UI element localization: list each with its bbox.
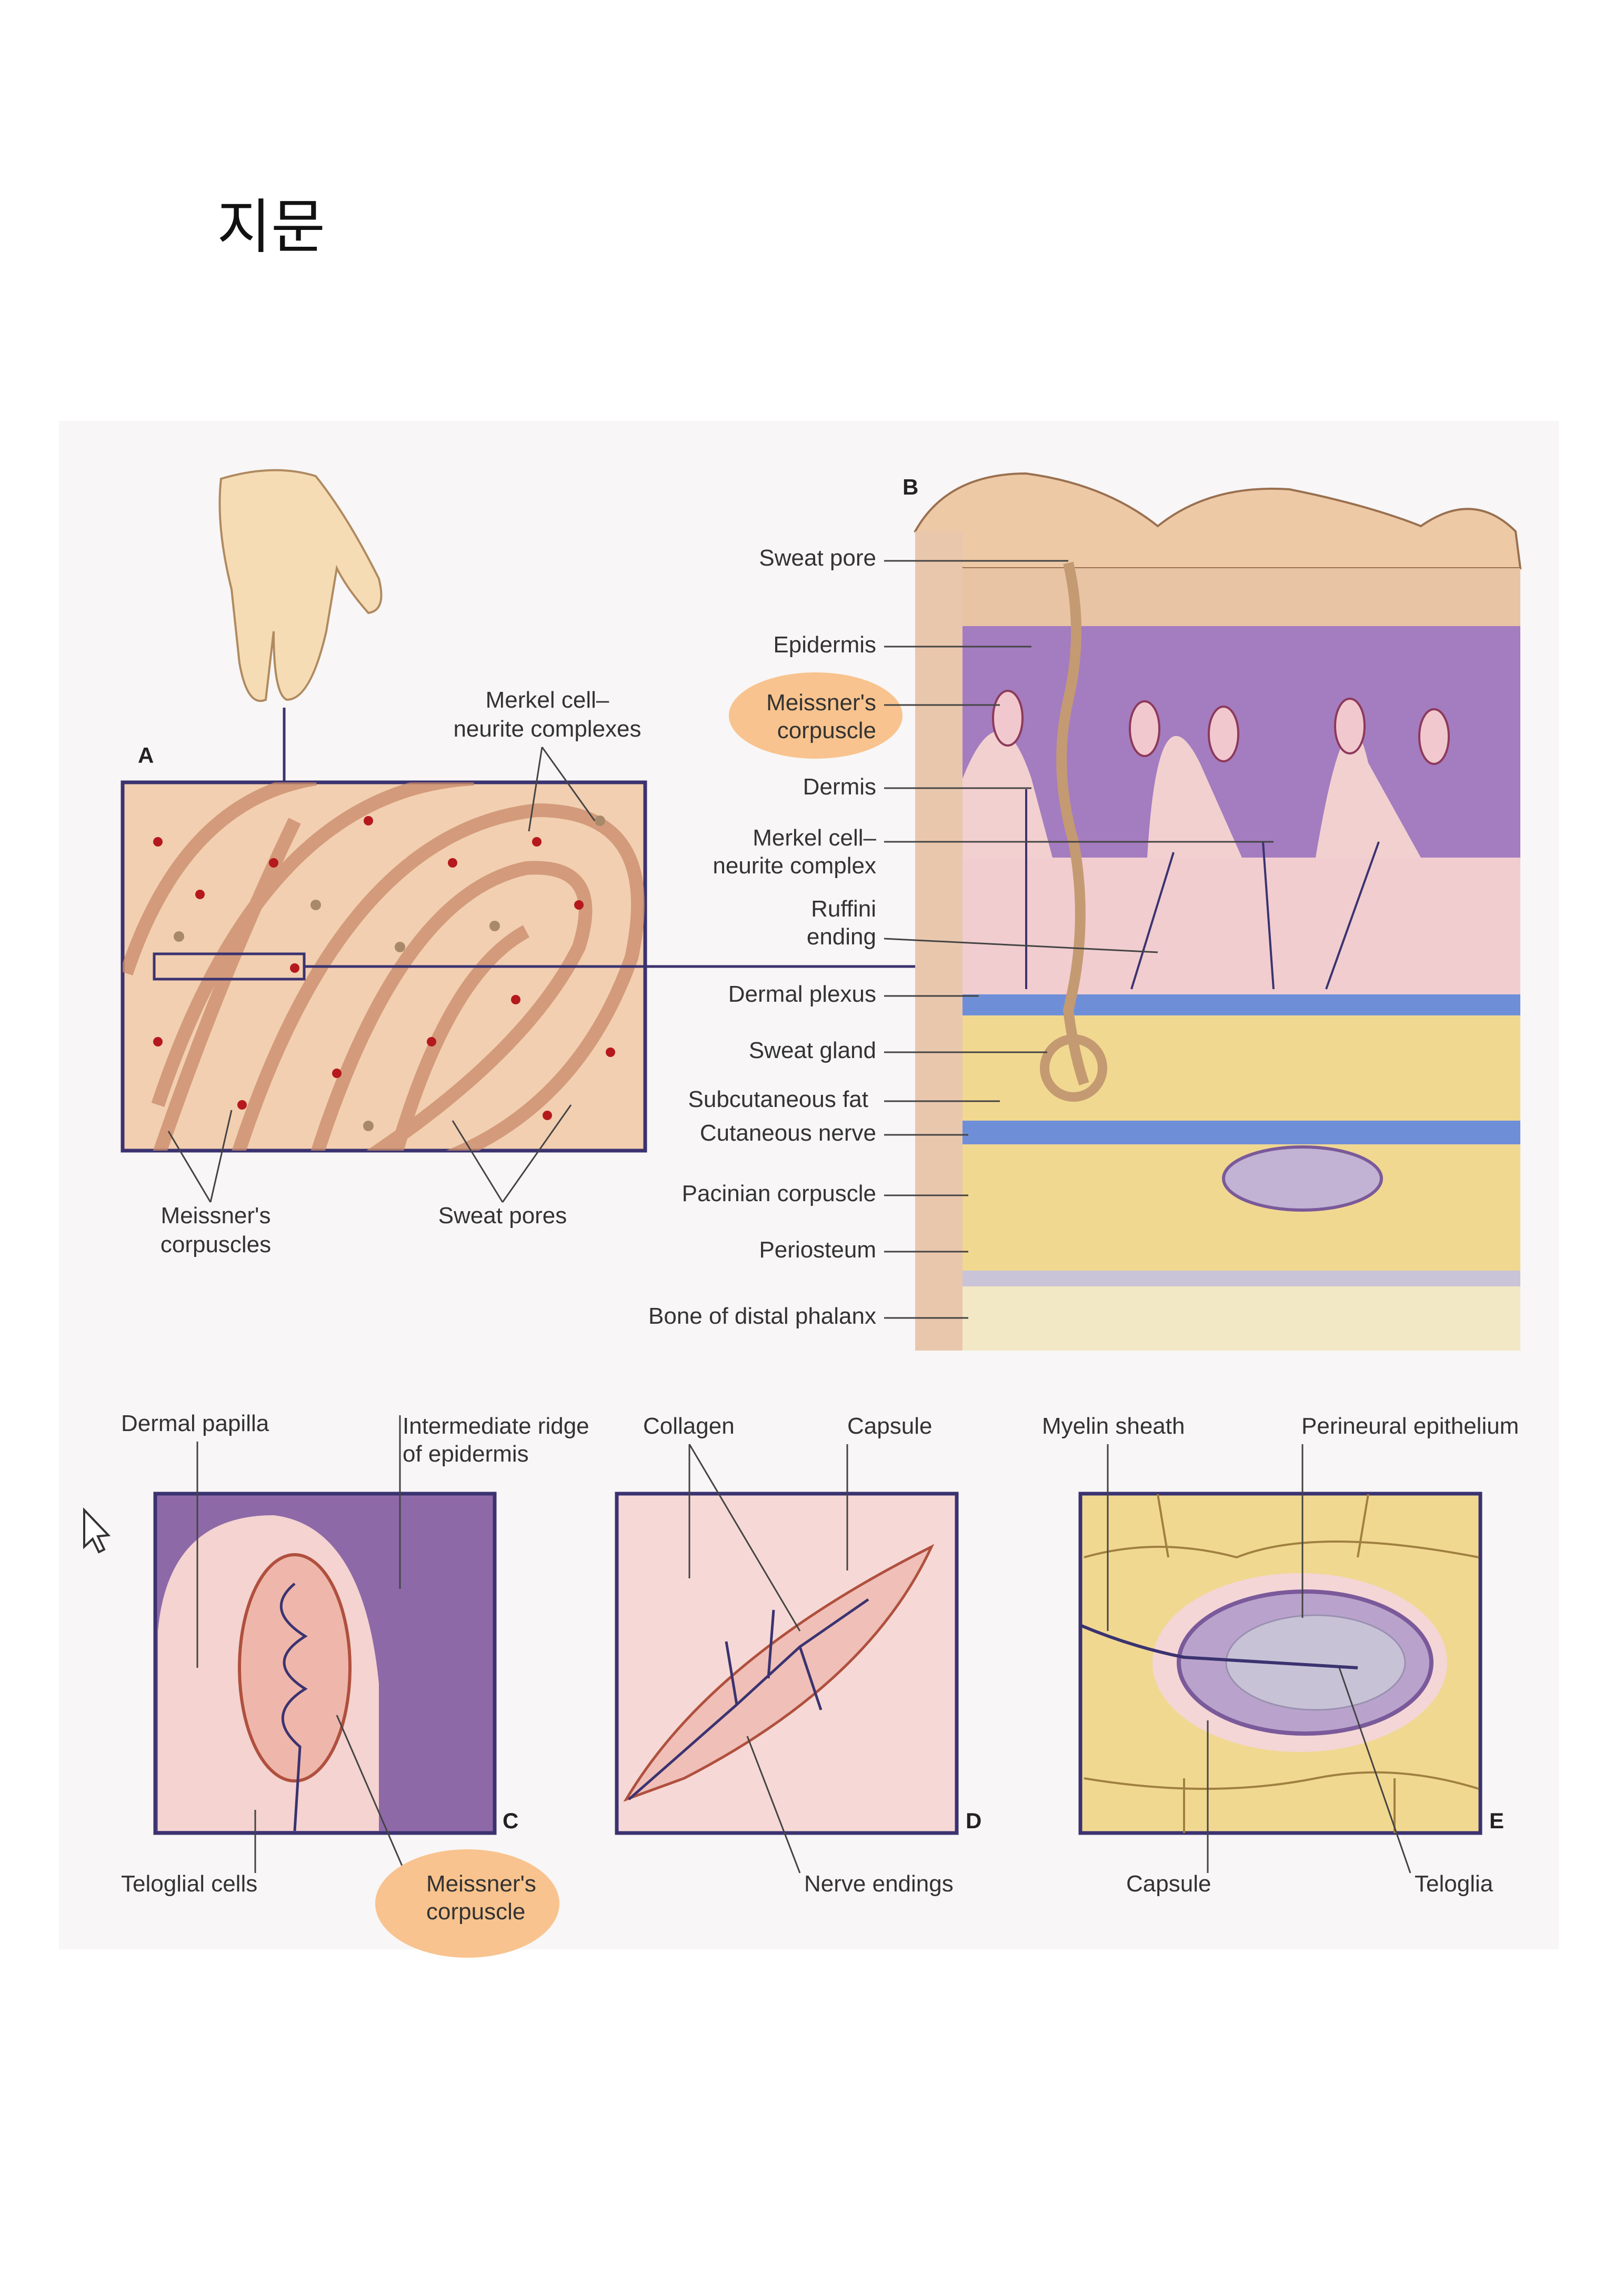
panel-b-labels: Sweat pore Epidermis Meissner's corpuscl… (648, 545, 1274, 1329)
panel-b-skin-block: B (903, 472, 1522, 1351)
label-myelin-sheath: Myelin sheath (1042, 1413, 1185, 1439)
panel-a: A Merkel c (121, 469, 915, 1257)
label-meissner-b: Meissner's (766, 690, 876, 716)
panel-d: D Collagen Capsule Nerve endings (615, 1413, 981, 1897)
label-pacinian: Pacinian corpuscle (682, 1181, 876, 1206)
panel-c-letter: C (503, 1808, 518, 1833)
panel-b-letter: B (903, 475, 918, 499)
label-meissner-c: Meissner's (426, 1871, 536, 1897)
label-perineural-epithelium: Perineural epithelium (1301, 1413, 1519, 1439)
label-dermal-plexus: Dermal plexus (728, 981, 876, 1007)
label-merkel-a: Merkel cell– (486, 687, 609, 713)
label-ruffini: Ruffini (811, 896, 876, 922)
label-sweat-gland: Sweat gland (749, 1038, 876, 1063)
label-teloglial-cells: Teloglial cells (121, 1871, 257, 1897)
panel-e: E Myelin sheath Perineural epithelium Ca… (1042, 1413, 1519, 1897)
label-epidermis: Epidermis (773, 632, 876, 658)
label-ridge: Intermediate ridge (403, 1413, 589, 1439)
label-merkel-b: Merkel cell– (753, 825, 876, 851)
label-sweat-pore: Sweat pore (759, 545, 876, 571)
label-nerve-endings: Nerve endings (804, 1871, 954, 1897)
label-periosteum: Periosteum (759, 1237, 876, 1263)
label-meissner-c-2: corpuscle (426, 1899, 525, 1925)
label-sweat-pores: Sweat pores (438, 1203, 567, 1228)
label-capsule-d: Capsule (847, 1413, 932, 1439)
panel-d-letter: D (966, 1808, 981, 1833)
label-meissner-a: Meissner's (161, 1203, 271, 1228)
label-teloglia: Teloglia (1415, 1871, 1493, 1897)
label-ridge-2: of epidermis (403, 1441, 529, 1467)
panel-c: C Dermal papilla Intermediate ridge of e… (121, 1411, 589, 1958)
panel-e-letter: E (1489, 1808, 1504, 1833)
label-bone: Bone of distal phalanx (648, 1303, 876, 1329)
label-meissner-a-2: corpuscles (161, 1232, 271, 1257)
label-merkel-a-2: neurite complexes (453, 716, 641, 742)
panel-a-letter: A (138, 743, 154, 768)
label-collagen: Collagen (643, 1413, 735, 1439)
page-title: 지문 (217, 193, 325, 261)
mouse-cursor-icon (83, 1507, 111, 1554)
label-capsule-e: Capsule (1126, 1871, 1211, 1897)
label-cutaneous-nerve: Cutaneous nerve (700, 1120, 876, 1146)
label-ruffini-2: ending (807, 924, 876, 950)
label-subcutaneous-fat: Subcutaneous fat (688, 1086, 868, 1112)
label-dermis: Dermis (803, 774, 876, 800)
hand-icon (218, 469, 383, 702)
label-merkel-b-2: neurite complex (713, 853, 876, 879)
label-meissner-b-2: corpuscle (777, 718, 876, 743)
label-dermal-papilla: Dermal papilla (121, 1411, 269, 1436)
fingerprint-ridges (123, 782, 645, 1151)
highlight-meissner-c (375, 1849, 559, 1958)
highlight-meissner-b (729, 672, 903, 759)
